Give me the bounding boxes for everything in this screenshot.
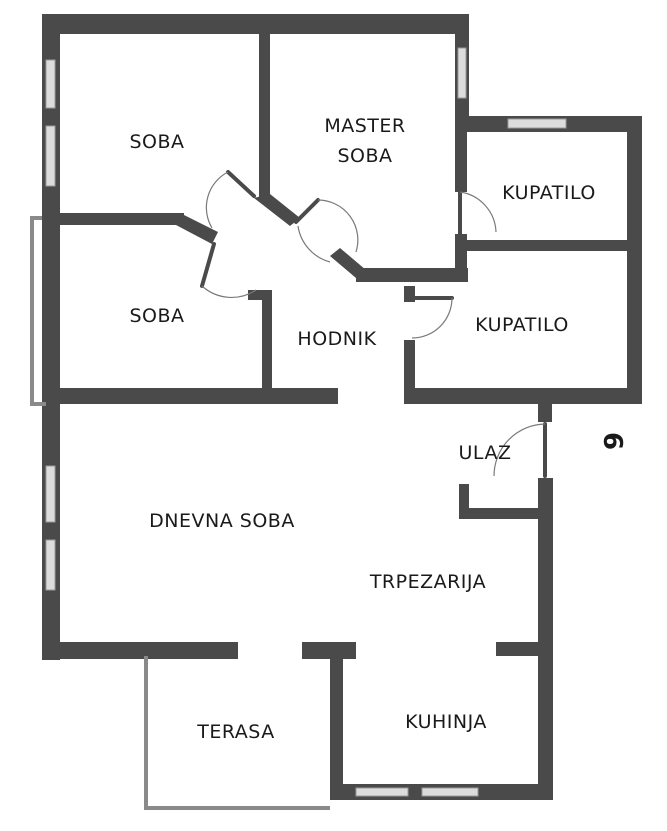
door-entrance-arc (493, 423, 546, 477)
window-left-soba-2 (45, 125, 56, 187)
wall-kupatilo-divider (462, 240, 630, 251)
wall-bottom-middle (302, 642, 356, 659)
wall-far-right (627, 116, 642, 402)
door-soba-top-leaf (226, 170, 256, 198)
door-kupatilo-bottom-arc (411, 297, 453, 339)
window-left-soba-1 (45, 59, 56, 109)
door-hodnik-arc (297, 225, 331, 263)
wall-dining-stub-vertical (459, 484, 469, 518)
label-master-line1: MASTER (324, 115, 405, 137)
window-left-living-2 (45, 539, 56, 591)
wall-soba-diagonal (176, 213, 218, 244)
wall-bottom-right (496, 642, 540, 656)
label-dnevna-soba: DNEVNA SOBA (149, 510, 295, 532)
room-labels: SOBA MASTER SOBA KUPATILO SOBA HODNIK KU… (129, 115, 595, 743)
windows (45, 47, 567, 797)
label-soba-top: SOBA (129, 131, 184, 153)
door-soba-middle-leaf (200, 242, 216, 288)
balconies (30, 216, 330, 810)
wall-bath2-left (404, 286, 415, 302)
wall-master-bottom (356, 268, 468, 282)
door-master-arc (317, 199, 359, 253)
wall-kitchen-left (330, 642, 343, 800)
wall-soba-hodnik-divider (262, 290, 272, 390)
door-soba-middle-arc (201, 285, 257, 299)
side-balcony-rail (30, 216, 46, 406)
terasa-rail (144, 656, 330, 810)
door-kupatilo-top-arc (459, 191, 497, 233)
wall-top (42, 14, 469, 34)
wall-entry-stub (538, 400, 552, 422)
label-kupatilo-bottom: KUPATILO (475, 314, 569, 336)
label-kuhinja: KUHINJA (405, 711, 487, 733)
wall-master-kupatilo-divider (455, 124, 467, 192)
window-top-right (457, 47, 467, 99)
window-kupatilo-top (507, 118, 567, 129)
label-kupatilo-top: KUPATILO (502, 182, 596, 204)
label-soba-middle: SOBA (129, 305, 184, 327)
wall-right-bottom-bath (404, 388, 642, 404)
window-kitchen-1 (355, 787, 409, 797)
wall-living-top (56, 388, 338, 404)
house-number: 6 (597, 432, 627, 450)
wall-master-diagonal-left (254, 194, 300, 226)
door-master-leaf (294, 198, 320, 224)
wall-dining-stub-horizontal (459, 508, 543, 519)
label-trpezarija: TRPEZARIJA (369, 571, 486, 593)
wall-bath2-left-lower (404, 340, 415, 402)
window-kitchen-2 (421, 787, 479, 797)
wall-bottom-left (42, 642, 238, 659)
wall-soba-hook (248, 290, 270, 300)
interior-walls (56, 30, 630, 800)
wall-soba-master-divider (259, 30, 270, 198)
door-soba-top-arc (205, 171, 229, 229)
label-master-line2: SOBA (337, 145, 392, 167)
label-ulaz: ULAZ (459, 442, 512, 464)
doors (200, 170, 547, 478)
label-hodnik: HODNIK (297, 328, 376, 350)
wall-soba-soba-divider (56, 213, 184, 225)
wall-right-lower (538, 478, 553, 800)
window-left-living-1 (45, 465, 56, 523)
label-terasa: TERASA (196, 721, 274, 743)
